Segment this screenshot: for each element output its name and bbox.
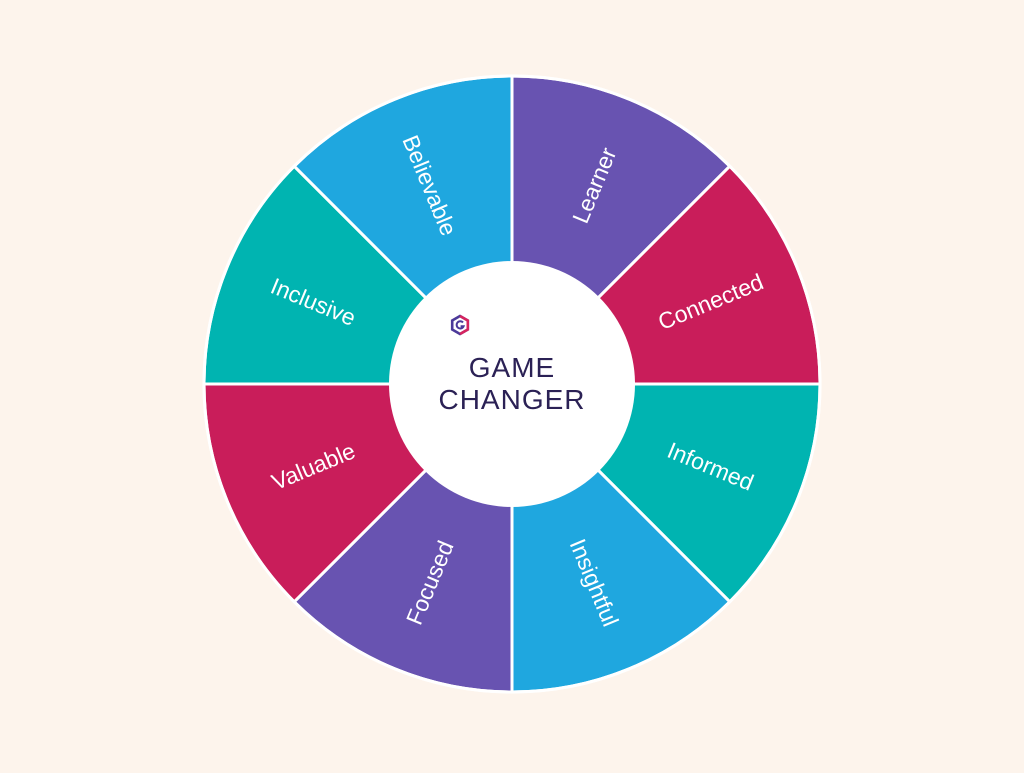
center-circle <box>389 261 635 507</box>
outer-ring <box>202 74 822 694</box>
hexagon-g-logo-icon <box>450 314 470 336</box>
center-title-line1: GAME <box>469 352 555 383</box>
center-title-line2: CHANGER <box>438 384 585 415</box>
